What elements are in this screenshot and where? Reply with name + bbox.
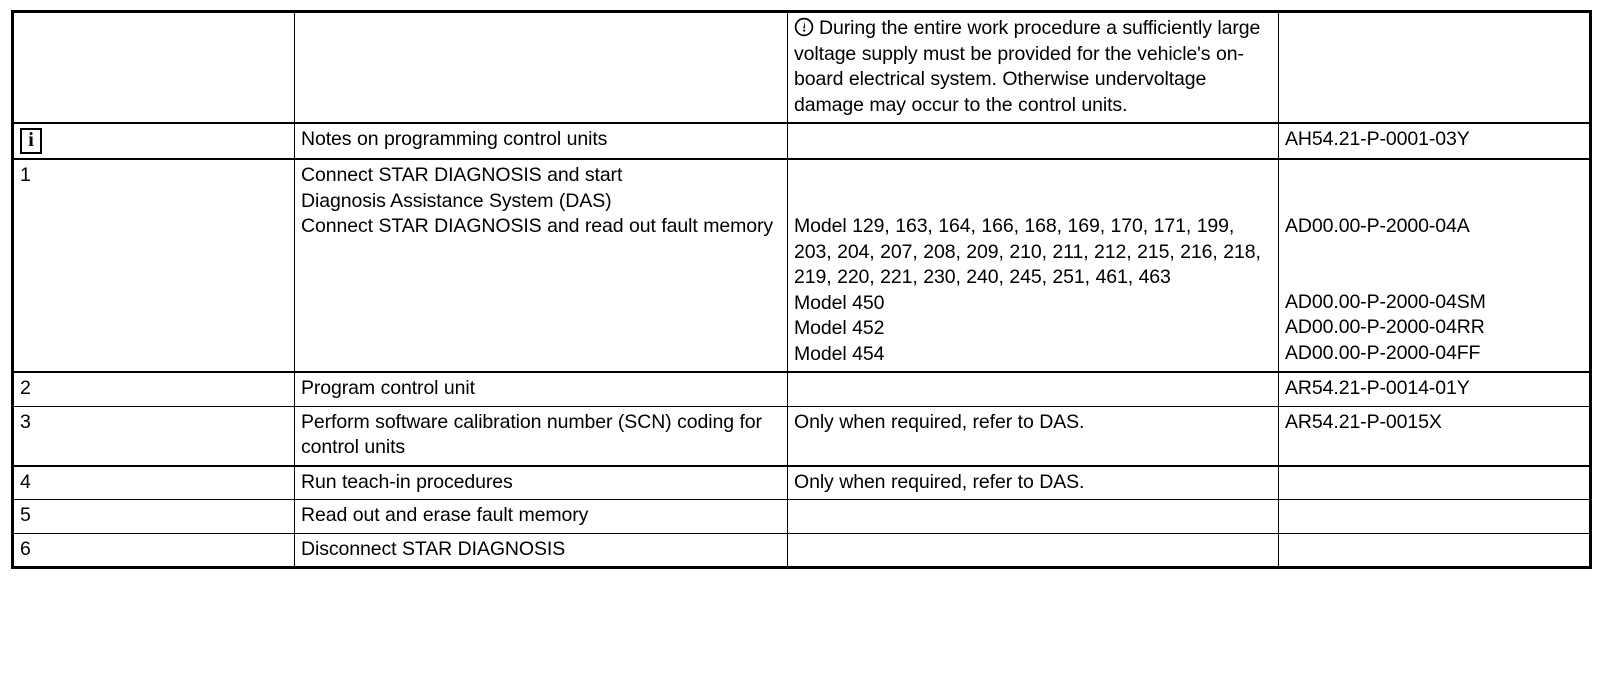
cell-notes-reference: AH54.21-P-0001-03Y bbox=[1278, 122, 1591, 160]
cell-step1-description: Connect STAR DIAGNOSIS and start Diagnos… bbox=[294, 158, 788, 373]
ref-spacer-mid bbox=[1285, 240, 1583, 290]
procedure-table: During the entire work procedure a suffi… bbox=[11, 10, 1592, 569]
cell-step6-note bbox=[787, 532, 1279, 568]
cell-step5-description: Read out and erase fault memory bbox=[294, 499, 788, 534]
cell-step-number-5: 5 bbox=[12, 499, 295, 534]
cell-step1-reference: AD00.00-P-2000-04A AD00.00-P-2000-04SM A… bbox=[1278, 158, 1591, 373]
table-row-step-5: 5 Read out and erase fault memory bbox=[12, 499, 1591, 534]
cell-step3-note: Only when required, refer to DAS. bbox=[787, 405, 1279, 467]
caution-note-text: During the entire work procedure a suffi… bbox=[794, 17, 1261, 116]
model-452: Model 452 bbox=[794, 317, 885, 339]
cell-info-icon: i bbox=[12, 122, 295, 160]
cell-step5-note bbox=[787, 499, 1279, 534]
cell-step-number-6: 6 bbox=[12, 532, 295, 568]
table-row-step-1: 1 Connect STAR DIAGNOSIS and start Diagn… bbox=[12, 158, 1591, 373]
step-number: 1 bbox=[20, 164, 31, 186]
cell-caution-note: During the entire work procedure a suffi… bbox=[787, 11, 1279, 124]
cell-step3-reference: AR54.21-P-0015X bbox=[1278, 405, 1591, 467]
model-list-primary: Model 129, 163, 164, 166, 168, 169, 170,… bbox=[794, 215, 1261, 288]
cell-step6-reference bbox=[1278, 532, 1591, 568]
caution-circle-exclamation-icon bbox=[794, 17, 814, 37]
cell-step3-description: Perform software calibration number (SCN… bbox=[294, 405, 788, 467]
cell-step1-note: Model 129, 163, 164, 166, 168, 169, 170,… bbox=[787, 158, 1279, 373]
table-row-step-4: 4 Run teach-in procedures Only when requ… bbox=[12, 465, 1591, 500]
cell-notes-note bbox=[787, 122, 1279, 160]
info-boxed-i-icon: i bbox=[20, 128, 42, 154]
ref-spacer-top bbox=[1285, 163, 1583, 189]
reference-04A: AD00.00-P-2000-04A bbox=[1285, 215, 1470, 237]
note-spacer-top bbox=[794, 163, 1272, 189]
cell-notes-description: Notes on programming control units bbox=[294, 122, 788, 160]
cell-step-empty bbox=[12, 11, 295, 124]
cell-step4-reference bbox=[1278, 465, 1591, 500]
table-row-step-3: 3 Perform software calibration number (S… bbox=[12, 405, 1591, 467]
cell-step-number-2: 2 bbox=[12, 371, 295, 407]
table-row-notes: i Notes on programming control units AH5… bbox=[12, 122, 1591, 160]
cell-step-number-3: 3 bbox=[12, 405, 295, 467]
table-row-step-6: 6 Disconnect STAR DIAGNOSIS bbox=[12, 532, 1591, 568]
cell-step4-description: Run teach-in procedures bbox=[294, 465, 788, 500]
cell-step2-note bbox=[787, 371, 1279, 407]
step1-desc-line-3: Connect STAR DIAGNOSIS and read out faul… bbox=[301, 215, 774, 237]
cell-step2-reference: AR54.21-P-0014-01Y bbox=[1278, 371, 1591, 407]
cell-step-number-1: 1 bbox=[12, 158, 295, 373]
cell-step5-reference bbox=[1278, 499, 1591, 534]
reference-04RR: AD00.00-P-2000-04RR bbox=[1285, 316, 1485, 338]
step1-desc-line-2: Diagnosis Assistance System (DAS) bbox=[301, 189, 612, 212]
cell-description-empty bbox=[294, 11, 788, 124]
step1-desc-line-1: Connect STAR DIAGNOSIS and start bbox=[301, 164, 623, 186]
cell-step6-description: Disconnect STAR DIAGNOSIS bbox=[294, 532, 788, 568]
table-row-step-2: 2 Program control unit AR54.21-P-0014-01… bbox=[12, 371, 1591, 407]
model-450: Model 450 bbox=[794, 291, 885, 314]
note-spacer-top-2 bbox=[794, 189, 1272, 215]
ref-spacer-top-2 bbox=[1285, 189, 1583, 215]
table-row-caution: During the entire work procedure a suffi… bbox=[12, 11, 1591, 124]
model-454: Model 454 bbox=[794, 342, 885, 365]
cell-step-number-4: 4 bbox=[12, 465, 295, 500]
reference-04SM: AD00.00-P-2000-04SM bbox=[1285, 290, 1486, 313]
reference-04FF: AD00.00-P-2000-04FF bbox=[1285, 341, 1481, 364]
cell-reference-empty bbox=[1278, 11, 1591, 124]
cell-step4-note: Only when required, refer to DAS. bbox=[787, 465, 1279, 500]
cell-step2-description: Program control unit bbox=[294, 371, 788, 407]
